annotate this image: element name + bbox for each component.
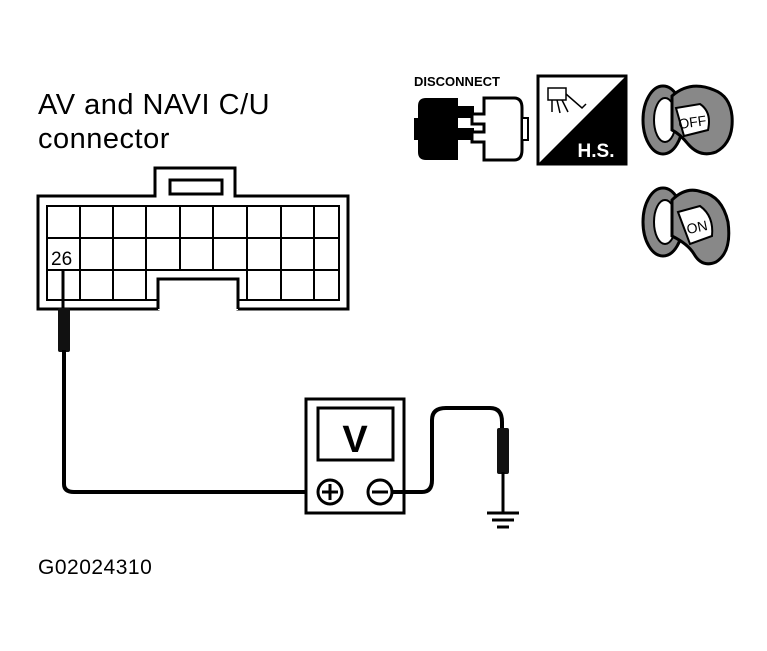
disconnect-label: DISCONNECT <box>414 74 500 89</box>
minus-terminal-icon <box>366 478 394 506</box>
positive-probe <box>58 270 314 494</box>
connector-diagram: 26 <box>36 166 350 311</box>
harness-hs-label: H.S. <box>578 141 615 162</box>
key-on-label: ON <box>685 217 709 237</box>
voltmeter-display-label: V <box>342 419 368 461</box>
negative-probe <box>392 406 509 512</box>
ignition-key-off-icon: OFF <box>641 84 734 156</box>
title-line-2: connector <box>38 123 170 155</box>
harness-hs-icon: H.S. <box>536 74 628 166</box>
pin-label-26: 26 <box>51 249 72 270</box>
plus-terminal-icon <box>316 478 344 506</box>
key-off-label: OFF <box>677 112 707 132</box>
connector-latch <box>168 178 224 196</box>
connector-title: AV and NAVI C/U connector <box>38 88 270 156</box>
title-line-1: AV and NAVI C/U <box>38 89 271 121</box>
voltmeter: V <box>304 397 406 515</box>
disconnect-icon: DISCONNECT <box>414 74 529 162</box>
voltmeter-display <box>316 406 395 462</box>
ground-icon <box>487 511 519 529</box>
connector-grid <box>47 206 339 300</box>
ignition-key-on-icon: ON <box>641 186 731 266</box>
figure-id: G02024310 <box>38 556 153 579</box>
